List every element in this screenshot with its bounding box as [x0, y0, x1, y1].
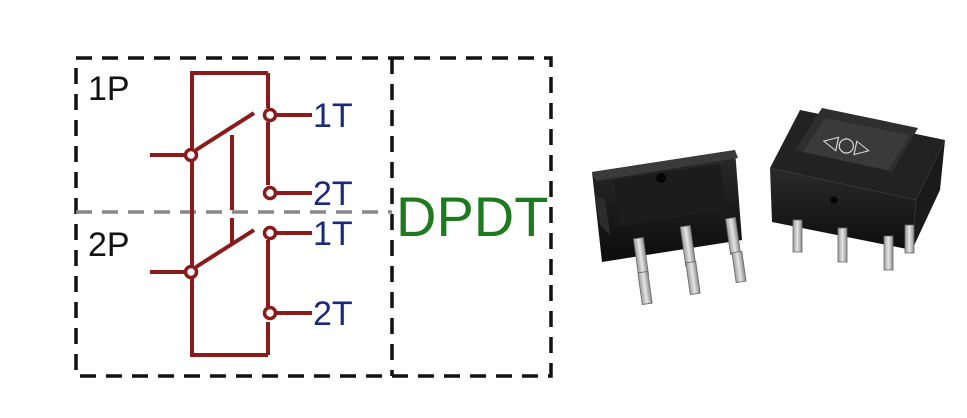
p1-1t-terminal — [262, 107, 278, 123]
terminals — [183, 107, 278, 321]
p1-1t-label: 1T — [313, 97, 353, 135]
p1-2t-label: 2T — [313, 175, 353, 213]
pole1-common-terminal — [183, 147, 199, 163]
pole2-blade — [194, 228, 256, 269]
p2-2t-terminal — [262, 305, 278, 321]
throw-labels: 1T 2T 1T 2T — [313, 97, 353, 333]
product-photo: ◁○▷ — [592, 108, 945, 305]
switch-type-label: DPDT — [396, 185, 548, 248]
pole-bracket — [190, 71, 268, 357]
outer-dashed-box — [74, 56, 553, 378]
rocker-switch-rear — [592, 150, 747, 305]
pole1-blade — [194, 111, 256, 152]
p2-1t-terminal — [262, 225, 278, 241]
pole2-label: 2P — [88, 226, 130, 264]
p2-1t-label: 1T — [313, 215, 353, 253]
dashed-frame — [74, 56, 553, 378]
rocker-switch-front: ◁○▷ — [770, 108, 945, 271]
p2-2t-label: 2T — [313, 295, 353, 333]
pole1-label: 1P — [88, 70, 130, 108]
pole2-common-terminal — [183, 264, 199, 280]
switch-schematic — [150, 71, 312, 357]
p1-2t-terminal — [262, 185, 278, 201]
